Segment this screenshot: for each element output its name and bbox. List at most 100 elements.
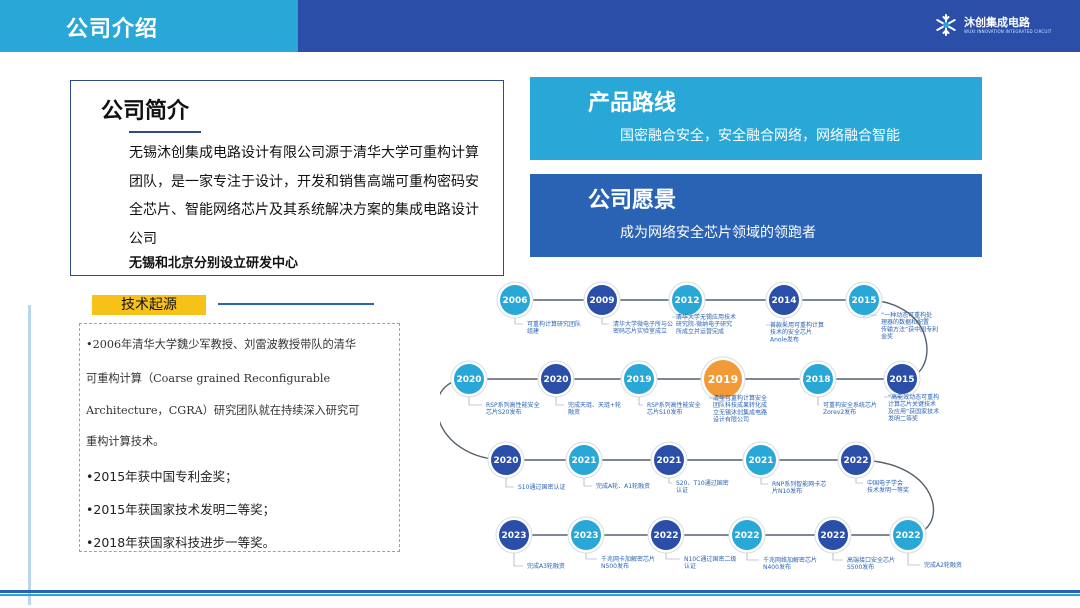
timeline-note-connector bbox=[863, 314, 877, 318]
timeline-year-label: 2022 bbox=[734, 531, 759, 541]
bottom-accent-line-light bbox=[0, 594, 1080, 596]
tech-origin-para-line1: •2006年清华大学魏少军教授、刘雷波教授带队的清华 bbox=[86, 338, 357, 351]
timeline-note-connector bbox=[638, 397, 643, 406]
product-route-card: 产品路线 国密融合安全，安全融合网络，网络融合智能 bbox=[530, 77, 982, 160]
timeline-node-circle bbox=[541, 364, 571, 394]
timeline-node-circle bbox=[818, 520, 848, 550]
timeline-note-line: 技术的安全芯片 bbox=[770, 328, 812, 336]
timeline-note-line: 技术发明一等奖 bbox=[867, 486, 909, 494]
intro-rd-centers: 无锡和北京分别设立研发中心 bbox=[129, 256, 299, 271]
header-bar: 公司介绍 沐创集成电路 WUXI INNOVATION INTEGRATED C… bbox=[0, 0, 1080, 52]
vision-card: 公司愿景 成为网络安全芯片领域的领跑者 bbox=[530, 174, 982, 257]
timeline-note: “高能效动态可重构计算芯片关键技术及应用”获国家技术发明二等奖 bbox=[888, 393, 939, 423]
timeline-note-connector bbox=[672, 316, 688, 318]
timeline-note-connector bbox=[583, 478, 592, 487]
timeline-node-circle bbox=[569, 445, 599, 475]
tech-origin-para-line3: Architecture，CGRA）研究团队就在持续深入研究可 bbox=[86, 404, 360, 417]
timeline-year-label: 2022 bbox=[895, 531, 920, 541]
tech-origin-award-1: •2015年获中国专利金奖； bbox=[86, 469, 238, 484]
timeline-year-label: 2012 bbox=[674, 296, 699, 306]
timeline-note-line: 片N10发布 bbox=[772, 487, 802, 495]
timeline-note-connector bbox=[514, 318, 523, 325]
timeline-node-circle bbox=[624, 364, 654, 394]
tech-origin-para-line4: 重构计算技术。 bbox=[86, 435, 165, 448]
timeline-note: 完成A2轮融资 bbox=[924, 561, 962, 569]
timeline-note-connector bbox=[817, 397, 819, 406]
timeline-note: 完成A轮、A1轮融资 bbox=[596, 482, 650, 490]
timeline-note-line: 芯片S20发布 bbox=[486, 408, 521, 416]
timeline-node: 2015“一种动态可重构处理器的数据和配置传输方法”获中国专利金奖 bbox=[845, 281, 938, 341]
timeline-year-label: 2015 bbox=[851, 296, 876, 306]
timeline-note-line: 认证 bbox=[684, 562, 696, 570]
timeline-note-line: 清华大学微电子所与公 bbox=[613, 320, 673, 328]
timeline-node-circle bbox=[893, 520, 923, 550]
timeline-note: 中国电子学会技术发明一等奖 bbox=[867, 479, 909, 494]
timeline-node: 2015“高能效动态可重构计算芯片关键技术及应用”获国家技术发明二等奖 bbox=[883, 360, 939, 423]
timeline-note-connector bbox=[468, 397, 482, 406]
timeline-note-line: 及应用”获国家技术 bbox=[888, 407, 939, 415]
timeline-note-line: 可重构安全系统芯片 bbox=[823, 401, 877, 409]
timeline-note-connector bbox=[709, 397, 724, 401]
timeline-year-label: 2014 bbox=[771, 296, 796, 306]
timeline-note-line: Zorev2发布 bbox=[823, 408, 856, 416]
timeline-note-line: 完成A轮、A1轮融资 bbox=[596, 482, 650, 490]
timeline-note-connector bbox=[907, 553, 920, 566]
timeline-note-line: 所成立并运营完成 bbox=[676, 327, 724, 335]
timeline-note-connector bbox=[766, 318, 785, 326]
timeline-note-line: 可重构计算研究团队 bbox=[527, 320, 581, 328]
timeline-note-connector bbox=[855, 478, 863, 484]
timeline-note: 清华大学微电子所与公密码芯片实验室成立 bbox=[613, 320, 673, 335]
timeline-note: 清华大学无锡应用技术研究院-微纳电子研究所成立并运营完成 bbox=[676, 313, 736, 335]
timeline-year-label: 2022 bbox=[653, 531, 678, 541]
timeline-note-line: 清华大学无锡应用技术 bbox=[676, 313, 736, 321]
timeline-note-line: 芯片S10发布 bbox=[647, 408, 682, 416]
timeline-node-circle bbox=[887, 364, 917, 394]
timeline-note-connector bbox=[555, 397, 564, 406]
timeline-node-circle bbox=[803, 364, 833, 394]
timeline-note-line: 高端接口安全芯片 bbox=[847, 556, 895, 564]
product-route-title: 产品路线 bbox=[588, 91, 677, 116]
snowflake-logo-icon bbox=[936, 14, 956, 36]
timeline-note-line: 设计有限公司 bbox=[713, 416, 749, 424]
tech-origin-box: •2006年清华大学魏少军教授、刘雷波教授带队的清华 可重构计算（Coarse … bbox=[79, 323, 400, 552]
timeline-node-circle bbox=[732, 520, 762, 550]
page-title: 公司介绍 bbox=[66, 17, 159, 42]
timeline-note-line: 立无锡沐创集成电路 bbox=[713, 408, 767, 416]
timeline-note-line: S500发布 bbox=[847, 563, 874, 571]
logo-subtext: WUXI INNOVATION INTEGRATED CIRCUIT bbox=[964, 29, 1052, 34]
timeline-year-label: 2022 bbox=[820, 531, 845, 541]
timeline-year-label: 2021 bbox=[656, 456, 681, 466]
tech-origin-label: 技术起源 bbox=[92, 295, 206, 315]
timeline-note-line: 完成天琏、天琏+轮 bbox=[568, 401, 621, 409]
timeline-node-circle bbox=[651, 520, 681, 550]
timeline-note-connector bbox=[760, 478, 768, 485]
timeline-note-line: 计算芯片关键技术 bbox=[888, 400, 936, 408]
tech-origin-award-2: •2015年获国家技术发明二等奖； bbox=[86, 502, 276, 517]
intro-title: 公司简介 bbox=[101, 99, 190, 124]
timeline-year-label: 2022 bbox=[843, 456, 868, 466]
timeline-node: 2009 清华大学微电子所与公密码芯片实验室成立 bbox=[583, 281, 673, 335]
timeline-year-label: 2006 bbox=[502, 296, 527, 306]
timeline-note-line: 融资 bbox=[568, 408, 580, 416]
timeline-node-circle bbox=[571, 520, 601, 550]
tech-origin-award-3: •2018年获国家科技进步一等奖。 bbox=[86, 535, 276, 550]
timeline-note-connector bbox=[665, 553, 680, 560]
timeline-node-circle bbox=[849, 285, 879, 315]
timeline-note-line: 中国电子学会 bbox=[867, 479, 903, 487]
company-intro-box: 公司简介 无锡沐创集成电路设计有限公司源于清华大学可重构计算团队，是一家专注于设… bbox=[70, 80, 504, 276]
timeline-note: 完成A3轮融资 bbox=[527, 562, 565, 570]
timeline-year-label: 2009 bbox=[589, 296, 614, 306]
timeline-note-line: 密码芯片实验室成立 bbox=[613, 327, 667, 335]
